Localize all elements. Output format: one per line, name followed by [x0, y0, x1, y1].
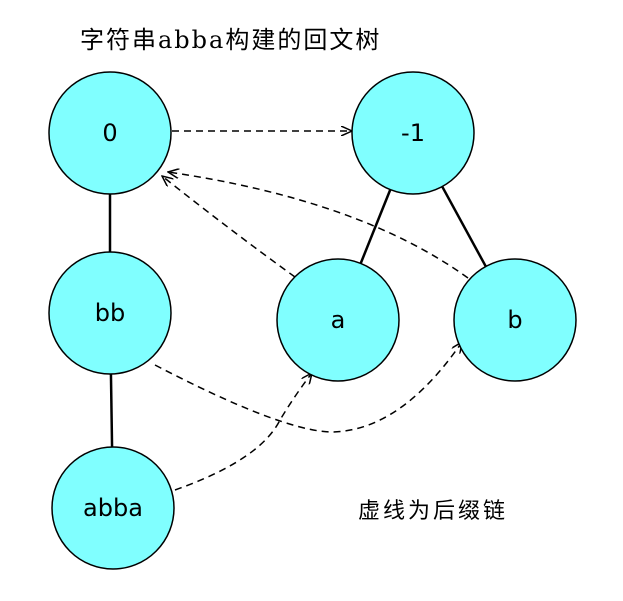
tree-node--1: -1 — [351, 71, 475, 195]
node-circle — [276, 258, 400, 382]
tree-edge-nm1-na — [359, 189, 392, 264]
node-label: b — [507, 306, 522, 334]
node-label: -1 — [401, 119, 425, 147]
tree-node-a: a — [276, 258, 400, 382]
caption-suffix-link-note: 虚线为后缀链 — [358, 499, 509, 524]
tree-edge-nm1-nb — [441, 185, 487, 268]
node-circle — [48, 71, 172, 195]
tree-edge-nbb-nabba — [109, 373, 114, 448]
tree-node-0: 0 — [48, 71, 172, 195]
suffix-link-na-n0 — [162, 176, 296, 278]
suffix-link-nb-n0 — [168, 172, 469, 279]
node-label: 0 — [102, 119, 117, 147]
tree-node-bb: bb — [48, 251, 172, 375]
node-label: bb — [95, 299, 125, 327]
node-circle — [351, 71, 475, 195]
suffix-link-nbb-nb — [154, 342, 462, 433]
tree-node-abba: abba — [51, 446, 175, 570]
node-label: a — [331, 306, 346, 334]
node-circle — [48, 251, 172, 375]
tree-node-b: b — [453, 258, 577, 382]
node-circle — [51, 446, 175, 570]
diagram-title: 字符串abba构建的回文树 — [80, 26, 382, 54]
node-label: abba — [83, 494, 143, 522]
suffix-link-nabba-na — [174, 373, 312, 491]
node-circle — [453, 258, 577, 382]
